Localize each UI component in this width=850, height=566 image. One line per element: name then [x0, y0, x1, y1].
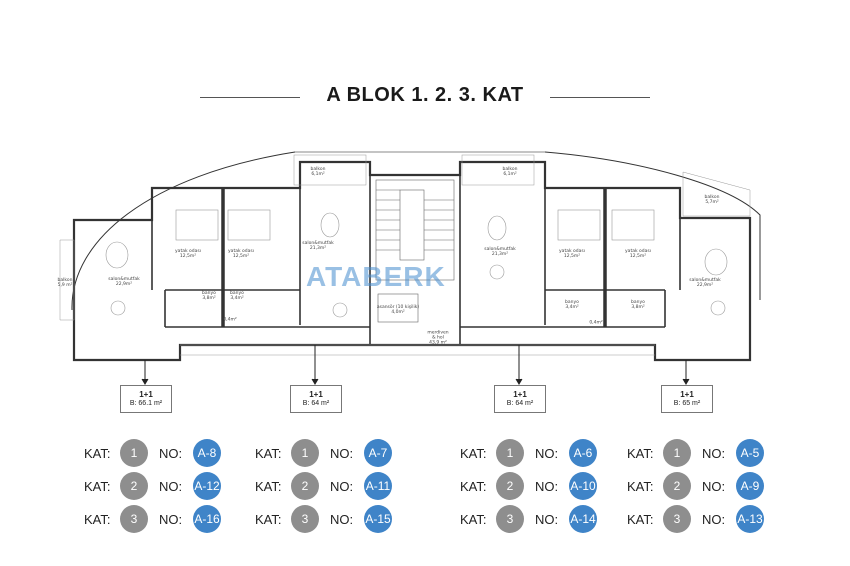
no-label: NO: [535, 445, 559, 461]
floor-number-badge: 2 [120, 472, 148, 500]
no-label: NO: [330, 445, 354, 461]
no-label: NO: [159, 478, 183, 494]
page-title: A BLOK 1. 2. 3. KAT [326, 84, 524, 106]
unit-floor-row: KAT: 2 NO: A-11 [255, 472, 392, 500]
no-label: NO: [159, 445, 183, 461]
unit-floor-row: KAT: 3 NO: A-16 [84, 505, 221, 533]
floor-number-badge: 1 [663, 439, 691, 467]
furniture [105, 209, 728, 356]
unit-floor-row: KAT: 1 NO: A-5 [627, 439, 764, 467]
kat-label: KAT: [255, 511, 282, 527]
floor-number-badge: 3 [663, 505, 691, 533]
room-label: 0,4m² [223, 317, 237, 323]
balconies [59, 154, 751, 321]
no-label: NO: [330, 478, 354, 494]
no-label: NO: [702, 445, 726, 461]
kat-label: KAT: [627, 511, 654, 527]
floor-number-badge: 3 [496, 505, 524, 533]
no-label: NO: [702, 478, 726, 494]
floor-number-badge: 2 [663, 472, 691, 500]
floor-number-badge: 3 [120, 505, 148, 533]
unit-floor-row: KAT: 1 NO: A-7 [255, 439, 392, 467]
unit-number-badge: A-10 [569, 472, 597, 500]
kat-label: KAT: [627, 445, 654, 461]
kat-label: KAT: [84, 445, 111, 461]
kat-label: KAT: [255, 478, 282, 494]
kat-label: KAT: [627, 478, 654, 494]
unit-floor-row: KAT: 2 NO: A-9 [627, 472, 764, 500]
unit-number-badge: A-12 [193, 472, 221, 500]
unit-floor-row: KAT: 2 NO: A-12 [84, 472, 221, 500]
unit-arrows [141, 345, 690, 385]
roof-curve-right [544, 151, 761, 300]
roof-curve-left [71, 151, 296, 311]
unit-number-badge: A-15 [364, 505, 392, 533]
kat-label: KAT: [460, 478, 487, 494]
unit-floor-row: KAT: 3 NO: A-14 [460, 505, 597, 533]
room-label: 0,4m² [589, 320, 603, 326]
no-label: NO: [330, 511, 354, 527]
kat-label: KAT: [255, 445, 282, 461]
unit-number-badge: A-13 [736, 505, 764, 533]
unit-number-badge: A-11 [364, 472, 392, 500]
unit-number-badge: A-16 [193, 505, 221, 533]
floor-number-badge: 1 [496, 439, 524, 467]
unit-number-badge: A-6 [569, 439, 597, 467]
no-label: NO: [159, 511, 183, 527]
unit-floor-row: KAT: 1 NO: A-6 [460, 439, 597, 467]
no-label: NO: [535, 511, 559, 527]
floor-number-badge: 3 [291, 505, 319, 533]
unit-number-badge: A-9 [736, 472, 764, 500]
staircase [375, 179, 455, 323]
kat-label: KAT: [84, 511, 111, 527]
kat-label: KAT: [84, 478, 111, 494]
unit-number-badge: A-14 [569, 505, 597, 533]
unit-number-badge: A-7 [364, 439, 392, 467]
floor-number-badge: 2 [291, 472, 319, 500]
unit-number-badge: A-8 [193, 439, 221, 467]
no-label: NO: [702, 511, 726, 527]
floor-number-badge: 1 [291, 439, 319, 467]
floor-number-badge: 2 [496, 472, 524, 500]
unit-floor-row: KAT: 3 NO: A-15 [255, 505, 392, 533]
title-rule-right [550, 97, 650, 98]
unit-number-badge: A-5 [736, 439, 764, 467]
room-label: asansör (10 kişilik)4,0m² [376, 305, 420, 315]
title-rule-left [200, 97, 300, 98]
floor-number-badge: 1 [120, 439, 148, 467]
kat-label: KAT: [460, 445, 487, 461]
no-label: NO: [535, 478, 559, 494]
unit-floor-row: KAT: 1 NO: A-8 [84, 439, 221, 467]
kat-label: KAT: [460, 511, 487, 527]
unit-floor-row: KAT: 3 NO: A-13 [627, 505, 764, 533]
unit-floor-row: KAT: 2 NO: A-10 [460, 472, 597, 500]
ataberk-watermark: ATABERK [306, 261, 446, 292]
